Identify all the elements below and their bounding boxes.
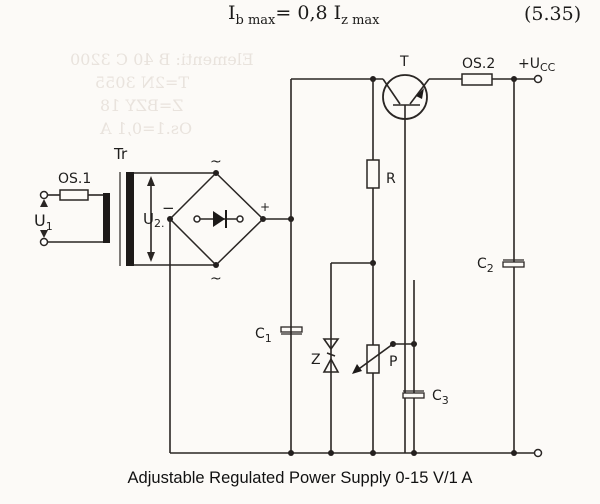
bridge-minus-label: −: [162, 199, 175, 217]
capacitor-c2: C2: [477, 256, 525, 275]
ground-terminal: [533, 448, 543, 458]
eq-rhs-symbol: I: [333, 2, 342, 24]
bridge-ac-top-label: ~: [210, 154, 222, 170]
os2-label: OS.2: [462, 56, 495, 72]
input-terminals: U1: [34, 190, 53, 247]
u2-arrow-down-icon: [147, 252, 155, 262]
transformer-label: Tr: [113, 145, 128, 163]
emitter-arrow-icon: [416, 88, 424, 99]
diode-icon: [213, 211, 225, 227]
eq-rhs-sub: z max: [341, 12, 380, 28]
eq-lhs-symbol: I: [228, 2, 236, 24]
u1-arrow-down-icon: [40, 230, 48, 238]
transformer: Tr: [103, 145, 134, 266]
resistor-r: [366, 159, 380, 189]
eq-equals: = 0,8: [275, 2, 334, 24]
transistor-label: T: [399, 54, 409, 70]
u2-arrow-up-icon: [147, 176, 155, 186]
fuse-os1: OS.1: [48, 171, 103, 201]
c2-label: C2: [477, 256, 494, 275]
input-terminal-top: [39, 190, 49, 200]
equation: Ib max= 0,8 Iz max: [228, 2, 380, 28]
zener-label: Z: [311, 352, 321, 368]
capacitor-c3: C3: [402, 388, 449, 407]
c1-label: C1: [255, 326, 272, 345]
wiper-arrow-icon: [352, 364, 362, 374]
u2-label: U2.: [143, 210, 164, 230]
capacitor-c1: C1: [255, 326, 303, 345]
u1-label: U1: [34, 211, 53, 233]
bridge-rectifier: ~ ~ − +: [162, 154, 270, 287]
potentiometer-p: P: [352, 263, 417, 453]
resistor-label: R: [386, 171, 396, 187]
bridge-ac-bottom-label: ~: [210, 271, 222, 287]
bridge-plus-label: +: [260, 200, 270, 214]
zener-diode: Z: [311, 338, 340, 373]
ucc-label: +UCC: [518, 56, 556, 74]
os1-label: OS.1: [58, 171, 91, 187]
input-terminal-bottom: [39, 237, 49, 247]
c3-label: C3: [432, 388, 449, 407]
u1-arrow-up-icon: [40, 199, 48, 207]
equation-number: (5.35): [524, 3, 582, 25]
output-terminal: [533, 74, 543, 84]
pot-label: P: [389, 354, 397, 370]
eq-lhs-sub: b max: [235, 12, 276, 28]
figure-caption: Adjustable Regulated Power Supply 0-15 V…: [127, 469, 473, 487]
fuse-os2: [461, 73, 493, 86]
